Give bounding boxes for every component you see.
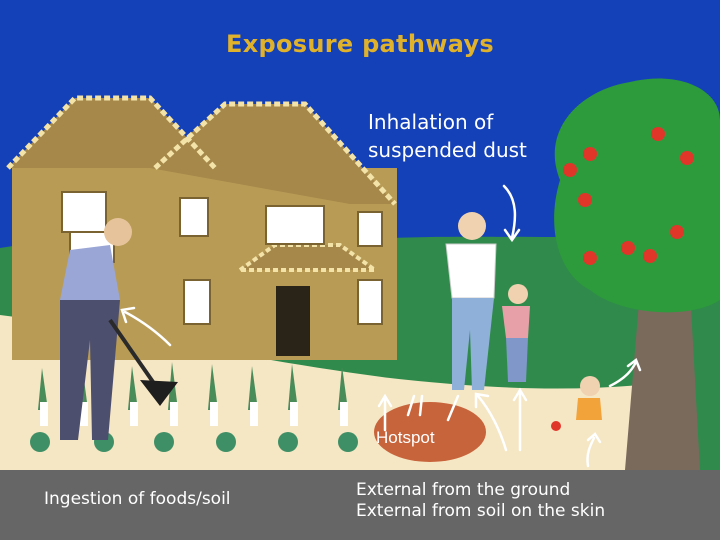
ingestion-label: Ingestion of foods/soil <box>44 489 231 509</box>
vegetable-row <box>30 362 358 452</box>
woman-figure <box>445 212 497 390</box>
hotspot-area <box>374 402 486 462</box>
page-title: Exposure pathways <box>226 30 494 58</box>
bottom-band <box>0 470 720 540</box>
external-exposure-label: External from the ground External from s… <box>356 480 605 522</box>
external-ground-label: External from the ground <box>356 480 571 500</box>
hotspot-label: Hotspot <box>376 428 435 447</box>
inhalation-label-line-2: suspended dust <box>368 138 527 162</box>
external-skin-label: External from soil on the skin <box>356 501 606 521</box>
child-figure <box>502 284 530 382</box>
apple-tree <box>554 78 720 470</box>
gardener-figure <box>60 218 178 440</box>
apples <box>563 127 694 265</box>
pathway-arrows <box>120 184 642 468</box>
inhalation-label-line-1: Inhalation of <box>368 110 494 134</box>
baby-figure <box>551 376 602 431</box>
inhalation-label: Inhalation of suspended dust <box>368 108 527 164</box>
